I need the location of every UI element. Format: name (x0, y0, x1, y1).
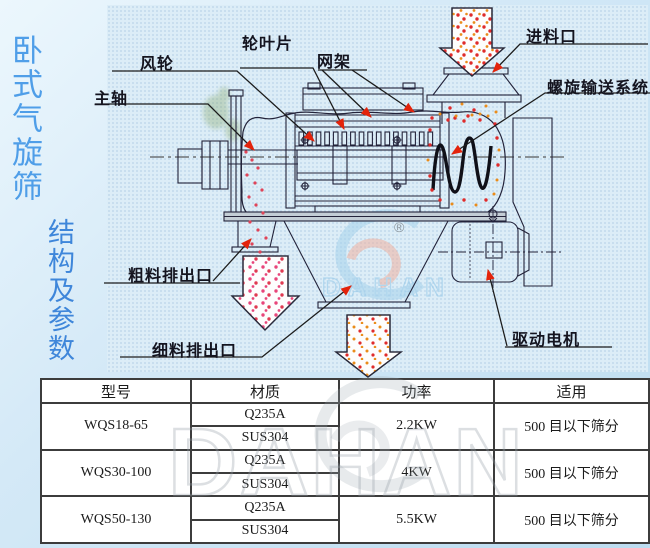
machine-drawing: DAHAN ® (95, 7, 650, 378)
application-cell: 500 目以下筛分 (493, 448, 650, 498)
model-cell: WQS30-100 (40, 448, 192, 498)
page-subtitle: 结构及参数 (44, 218, 74, 363)
material-cell: Q235A (190, 448, 340, 474)
table-row: WQS30-100 Q235A 4KW 500 目以下筛分 (40, 448, 650, 498)
page-title: 卧式气旋筛 (7, 34, 42, 204)
header-model: 型号 (40, 378, 192, 404)
watermark-logo: DAHAN (321, 209, 451, 303)
label-coarse-outlet: 粗料排出口 (128, 268, 214, 285)
power-cell: 4KW (338, 448, 495, 498)
table-row: SUS304 (41, 471, 649, 498)
power-cell: 5.5KW (338, 495, 495, 544)
header-material: 材质 (190, 378, 340, 404)
material-cell: Q235A (190, 401, 340, 428)
model-cell: WQS18-65 (40, 402, 192, 451)
table-row: WQS50-130 Q235A 5.5KW 500 目以下筛分 (40, 495, 650, 544)
material-dots-right (426, 102, 501, 207)
diagram-panel (107, 5, 648, 372)
table-row: SUS304 (41, 425, 649, 451)
label-fine-outlet: 细料排出口 (152, 343, 238, 360)
label-drive-motor: 驱动电机 (512, 332, 581, 349)
application-cell: 500 目以下筛分 (493, 402, 650, 451)
registered-mark: ® (394, 219, 405, 235)
material-cell: Q235A (190, 495, 340, 521)
label-wind-wheel: 风轮 (140, 56, 175, 73)
label-main-shaft: 主轴 (94, 91, 129, 108)
table-row: SUS304 (41, 518, 649, 545)
motor (438, 206, 562, 292)
model-cell: WQS50-130 (40, 495, 192, 544)
material-cell: SUS304 (190, 471, 340, 498)
header-application: 适用 (493, 378, 650, 404)
svg-text:DAHAN: DAHAN (322, 272, 451, 302)
label-feed-inlet: 进料口 (526, 29, 578, 46)
header-power: 功率 (338, 378, 495, 404)
label-wheel-blade: 轮叶片 (242, 36, 294, 53)
fine-discharge-arrow-icon (334, 314, 403, 378)
label-screw-conveyor: 螺旋输送系统 (547, 80, 650, 97)
table-header-row: 型号 材质 功率 适用 (40, 378, 650, 404)
power-cell: 2.2KW (338, 402, 495, 451)
screw-spiral (431, 136, 493, 194)
spec-table: 型号 材质 功率 适用 WQS18-65 Q235A 2.2KW 500 目以下… (40, 378, 650, 545)
material-cell: SUS304 (190, 518, 340, 545)
material-dots-left (244, 150, 268, 254)
blade-teeth (298, 131, 434, 146)
label-mesh-frame: 网架 (317, 54, 352, 71)
application-cell: 500 目以下筛分 (493, 495, 650, 544)
feed-arrow-icon (438, 7, 506, 77)
coarse-discharge-arrow-icon (230, 255, 301, 331)
material-cell: SUS304 (190, 425, 340, 451)
table-row: WQS18-65 Q235A 2.2KW 500 目以下筛分 (40, 401, 650, 451)
leader-lines (95, 43, 650, 358)
stain-marks (203, 87, 241, 141)
